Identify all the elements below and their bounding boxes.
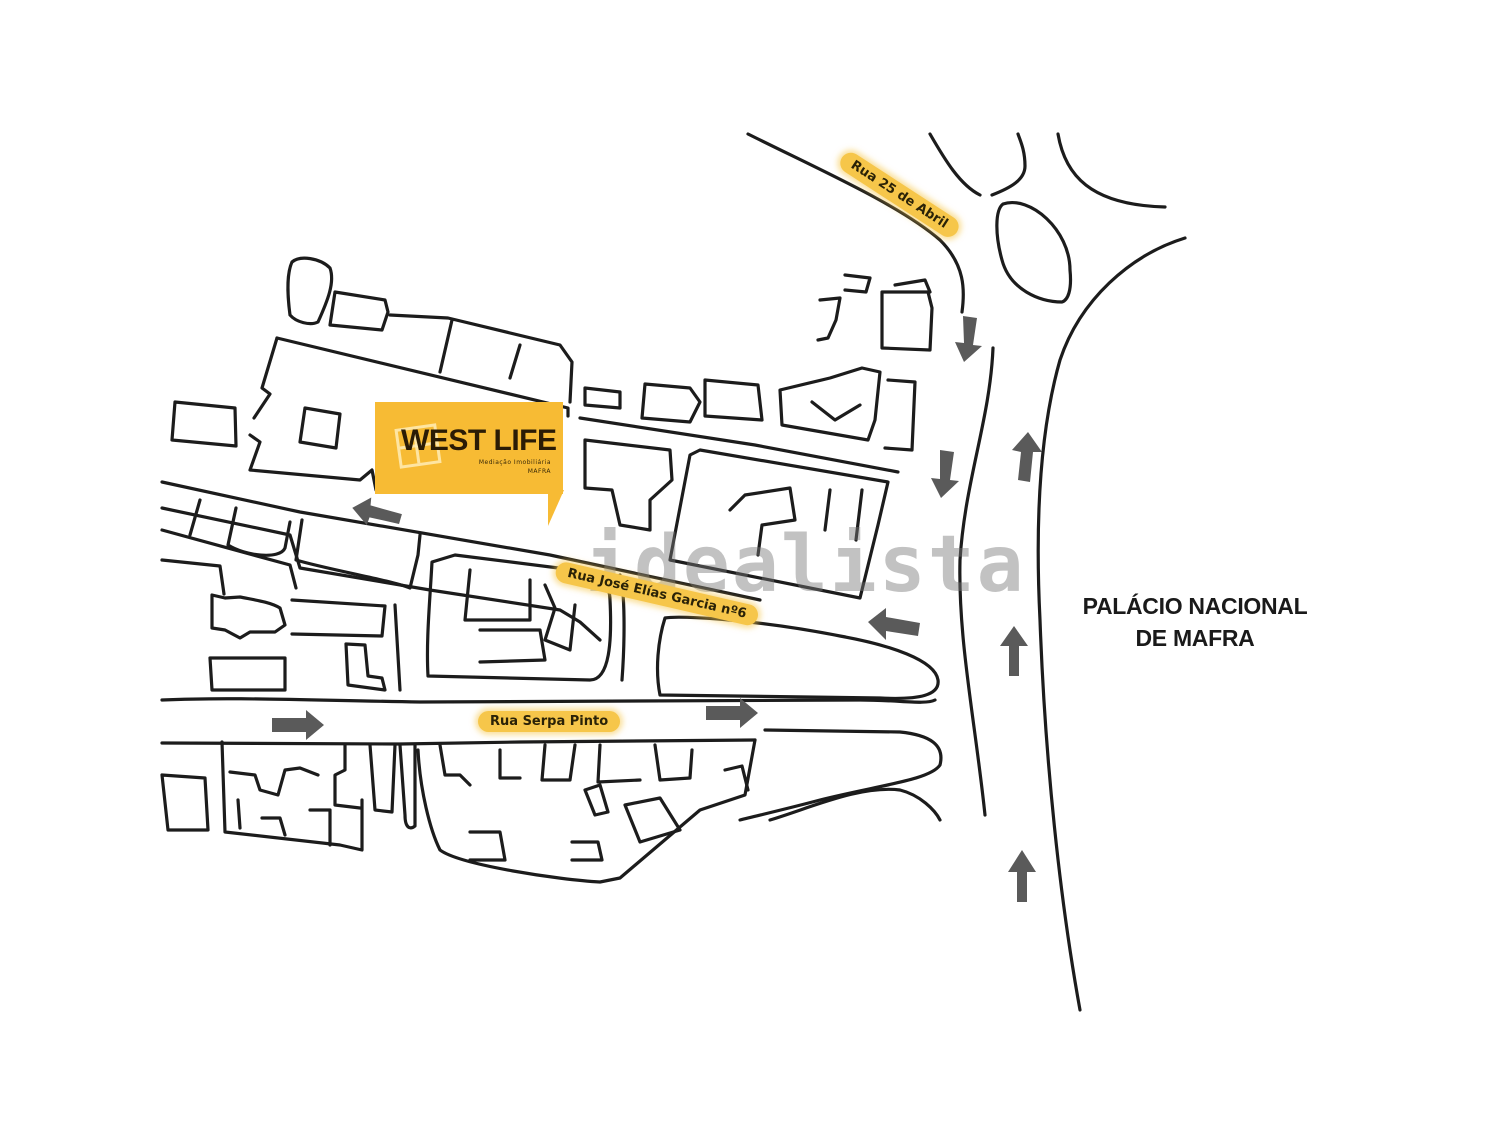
arrow-left-icon	[352, 497, 402, 526]
street-label-rua-serpa-pinto: Rua Serpa Pinto	[478, 711, 621, 732]
brand-pointer	[548, 490, 564, 526]
agency-city: MAFRA	[527, 468, 551, 475]
avenue-lines	[746, 132, 1187, 1012]
arrow-up-icon	[1000, 626, 1028, 676]
arrow-down-icon	[955, 316, 982, 362]
agency-subtitle: Mediação Imobiliária	[478, 459, 551, 466]
arrow-right-icon	[272, 710, 324, 740]
south-building-outlines	[160, 738, 757, 884]
arrow-up-icon	[1008, 850, 1036, 902]
arrow-up-icon	[1012, 432, 1042, 482]
traffic-arrows	[272, 316, 1042, 902]
landmark-line-2: DE MAFRA	[1135, 625, 1255, 651]
landmark-line-1: PALÁCIO NACIONAL	[1082, 593, 1308, 619]
arrow-down-icon	[931, 450, 959, 498]
agency-location-marker[interactable]: WEST LIFE Mediação Imobiliária MAFRA	[375, 402, 563, 494]
arrow-left-icon	[868, 608, 920, 640]
building-outlines	[160, 256, 943, 822]
agency-name: WEST LIFE	[401, 424, 557, 457]
landmark-label: PALÁCIO NACIONAL DE MAFRA	[1040, 590, 1350, 654]
arrow-right-icon	[706, 698, 758, 728]
serpa-pinto-lines	[160, 697, 937, 746]
